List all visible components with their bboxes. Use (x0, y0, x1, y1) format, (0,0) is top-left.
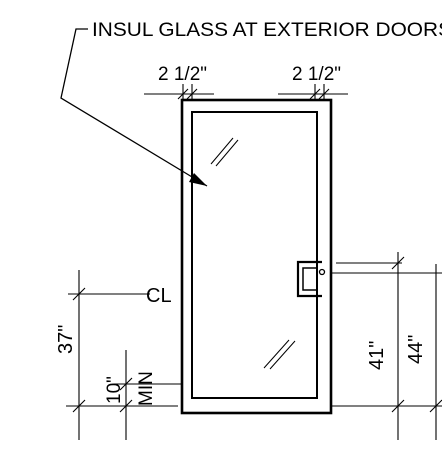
glass-hatch-marks (210, 137, 296, 370)
glass-panel (191, 111, 318, 399)
door-pull-handle (296, 260, 322, 298)
dimension-41: 41" (366, 341, 388, 370)
left-stile-dimension: 2 1/2" (158, 64, 207, 85)
right-dimension-lines (330, 252, 442, 440)
lock-cylinder (318, 268, 326, 276)
callout-arrowhead (189, 173, 207, 186)
right-stile-dimension: 2 1/2" (292, 64, 341, 85)
dimension-44: 44" (405, 335, 427, 364)
glass-callout-text: INSUL GLASS AT EXTERIOR DOORS (92, 20, 442, 41)
stile-dimension-lines (144, 84, 348, 100)
centerline-label: CL (146, 285, 172, 307)
door-frame (180, 98, 333, 415)
dimension-min: MIN (136, 371, 157, 406)
dimension-10: 10" (104, 376, 125, 404)
dimension-37: 37" (55, 325, 77, 354)
door-pull-handle-inner (302, 267, 318, 291)
left-dimension-lines (66, 270, 182, 440)
callout-leader (60, 28, 208, 187)
